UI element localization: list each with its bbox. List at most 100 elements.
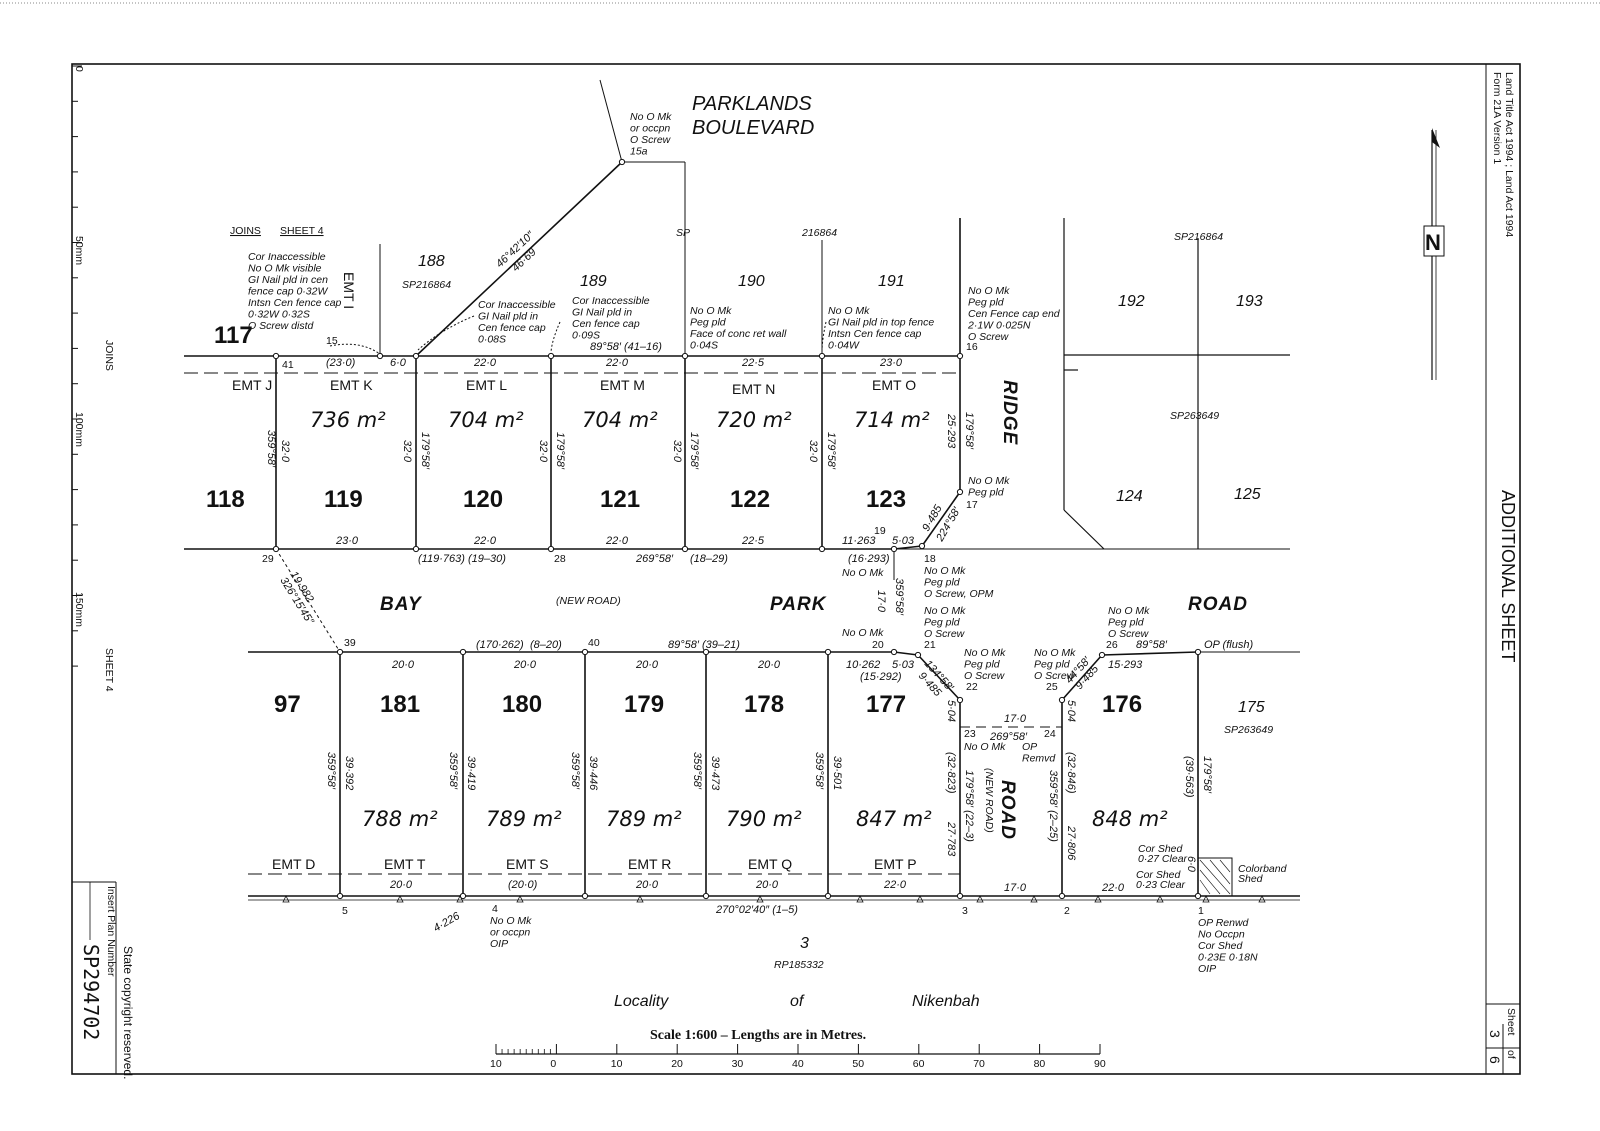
- station-21: 21: [924, 639, 936, 651]
- station-marker: [1058, 892, 1066, 900]
- lot-97: 97: [274, 691, 301, 718]
- dim: 179°58′: [554, 432, 566, 470]
- scale-tick-label: 70: [973, 1058, 985, 1070]
- ruler-mark-150: 150mm: [73, 592, 85, 627]
- dim: 359°58′: [691, 752, 703, 790]
- sheet-of: of: [1505, 1050, 1517, 1059]
- leader-line: [417, 315, 475, 351]
- dim: 32·0: [279, 440, 291, 463]
- dim: 179°58′: [419, 432, 431, 470]
- station-18: 18: [924, 553, 936, 565]
- note-n20: No O Mk: [842, 627, 884, 639]
- lower-lots: 181 180 179 178 177 176 788 m² 789 m² 78…: [362, 691, 1168, 872]
- road-ridge-road: ROAD: [997, 780, 1018, 840]
- easement-label: EMT L: [466, 377, 507, 393]
- lot-191: 191: [878, 273, 905, 290]
- dim: 4·226: [432, 910, 463, 935]
- dim: 359°58′: [325, 752, 337, 790]
- station-20: 20: [872, 639, 884, 651]
- scale-tick-label: 20: [671, 1058, 683, 1070]
- dim: 89°58′: [1136, 639, 1168, 651]
- note-n23: No O Mk: [964, 741, 1006, 753]
- lot-number: 179: [624, 691, 664, 718]
- road-parklands-2: BOULEVARD: [692, 117, 814, 139]
- reference-mark: [756, 895, 764, 903]
- north-arrow-icon: N: [1423, 128, 1445, 380]
- lot-area: 848 m²: [1092, 807, 1168, 831]
- dim: (119·763): [418, 553, 465, 565]
- dim: 27·806: [1065, 825, 1077, 861]
- scale-caption: Scale 1:600 – Lengths are in Metres.: [650, 1028, 866, 1043]
- lot-192: 192: [1118, 293, 1145, 310]
- lot-number: 181: [380, 691, 420, 718]
- lot-area: 704 m²: [582, 408, 658, 432]
- plan-number: SP294702: [79, 944, 103, 1040]
- dim: (170·262): [476, 639, 524, 651]
- dim: 5·04: [1065, 700, 1077, 722]
- locality-label: Locality: [614, 993, 669, 1010]
- boundary-lines: [184, 79, 1300, 901]
- adjoining-lots: 117 118 97 EMT J EMT I EMT D 188 SP21686…: [206, 227, 1273, 971]
- dim: 11·263: [842, 535, 876, 547]
- dim: 32·0: [537, 440, 549, 463]
- dim: 32·0: [807, 440, 819, 463]
- lot-number: 123: [866, 486, 906, 513]
- station-marker: [547, 352, 555, 360]
- station-26: 26: [1106, 639, 1118, 651]
- dim: 22·0: [605, 357, 629, 369]
- header-legislation: Land Title Act 1994 ; Land Act 1994: [1503, 72, 1515, 237]
- dim: 15·293: [1108, 659, 1143, 671]
- station-marker: [702, 892, 710, 900]
- dim: (18–29): [690, 553, 728, 565]
- easement-label: EMT S: [506, 856, 549, 872]
- dim: 20·0: [757, 659, 781, 671]
- dim: 20·0: [635, 659, 659, 671]
- station-marker: [272, 545, 280, 553]
- station-marker: [956, 352, 964, 360]
- station-2: 2: [1064, 905, 1070, 917]
- leader-line: [550, 321, 561, 353]
- station-39: 39: [344, 637, 356, 649]
- scale-tick-label: 10: [490, 1058, 502, 1070]
- station-marker: [824, 648, 832, 656]
- locality-name: Nikenbah: [912, 993, 980, 1010]
- lot-3: 3: [800, 935, 809, 952]
- lot-189: 189: [580, 273, 607, 290]
- dim: 27·783: [945, 821, 957, 857]
- dim: 359°58′: [893, 578, 905, 616]
- dim: 22·5: [741, 535, 765, 547]
- lot-175: 175: [1238, 699, 1265, 716]
- sp-188: SP216864: [402, 279, 451, 291]
- station-marker: [956, 488, 964, 496]
- station-1: 1: [1198, 905, 1204, 917]
- station-19: 19: [874, 525, 886, 537]
- lot-190: 190: [738, 273, 765, 290]
- header-form: Form 21A Version 1: [1491, 72, 1503, 164]
- reference-mark: [1094, 895, 1102, 903]
- lot-area: 847 m²: [856, 807, 932, 831]
- sp-192: SP216864: [1174, 231, 1223, 243]
- dim: 20·0: [635, 879, 659, 891]
- lot-number: 178: [744, 691, 784, 718]
- road-park: PARK: [770, 594, 827, 615]
- lot-number: 180: [502, 691, 542, 718]
- dim: 6·0: [1185, 856, 1197, 873]
- lot-area: 720 m²: [716, 408, 792, 432]
- dim: 270°02′40″ (1–5): [715, 904, 798, 916]
- station-40: 40: [588, 637, 600, 649]
- lot-area: 789 m²: [606, 807, 682, 831]
- dim: 39·419: [465, 756, 477, 790]
- station-marker: [1098, 651, 1106, 659]
- leader-line: [821, 321, 827, 353]
- station-marker: [336, 648, 344, 656]
- dim: 89°58′ (39–21): [668, 639, 740, 651]
